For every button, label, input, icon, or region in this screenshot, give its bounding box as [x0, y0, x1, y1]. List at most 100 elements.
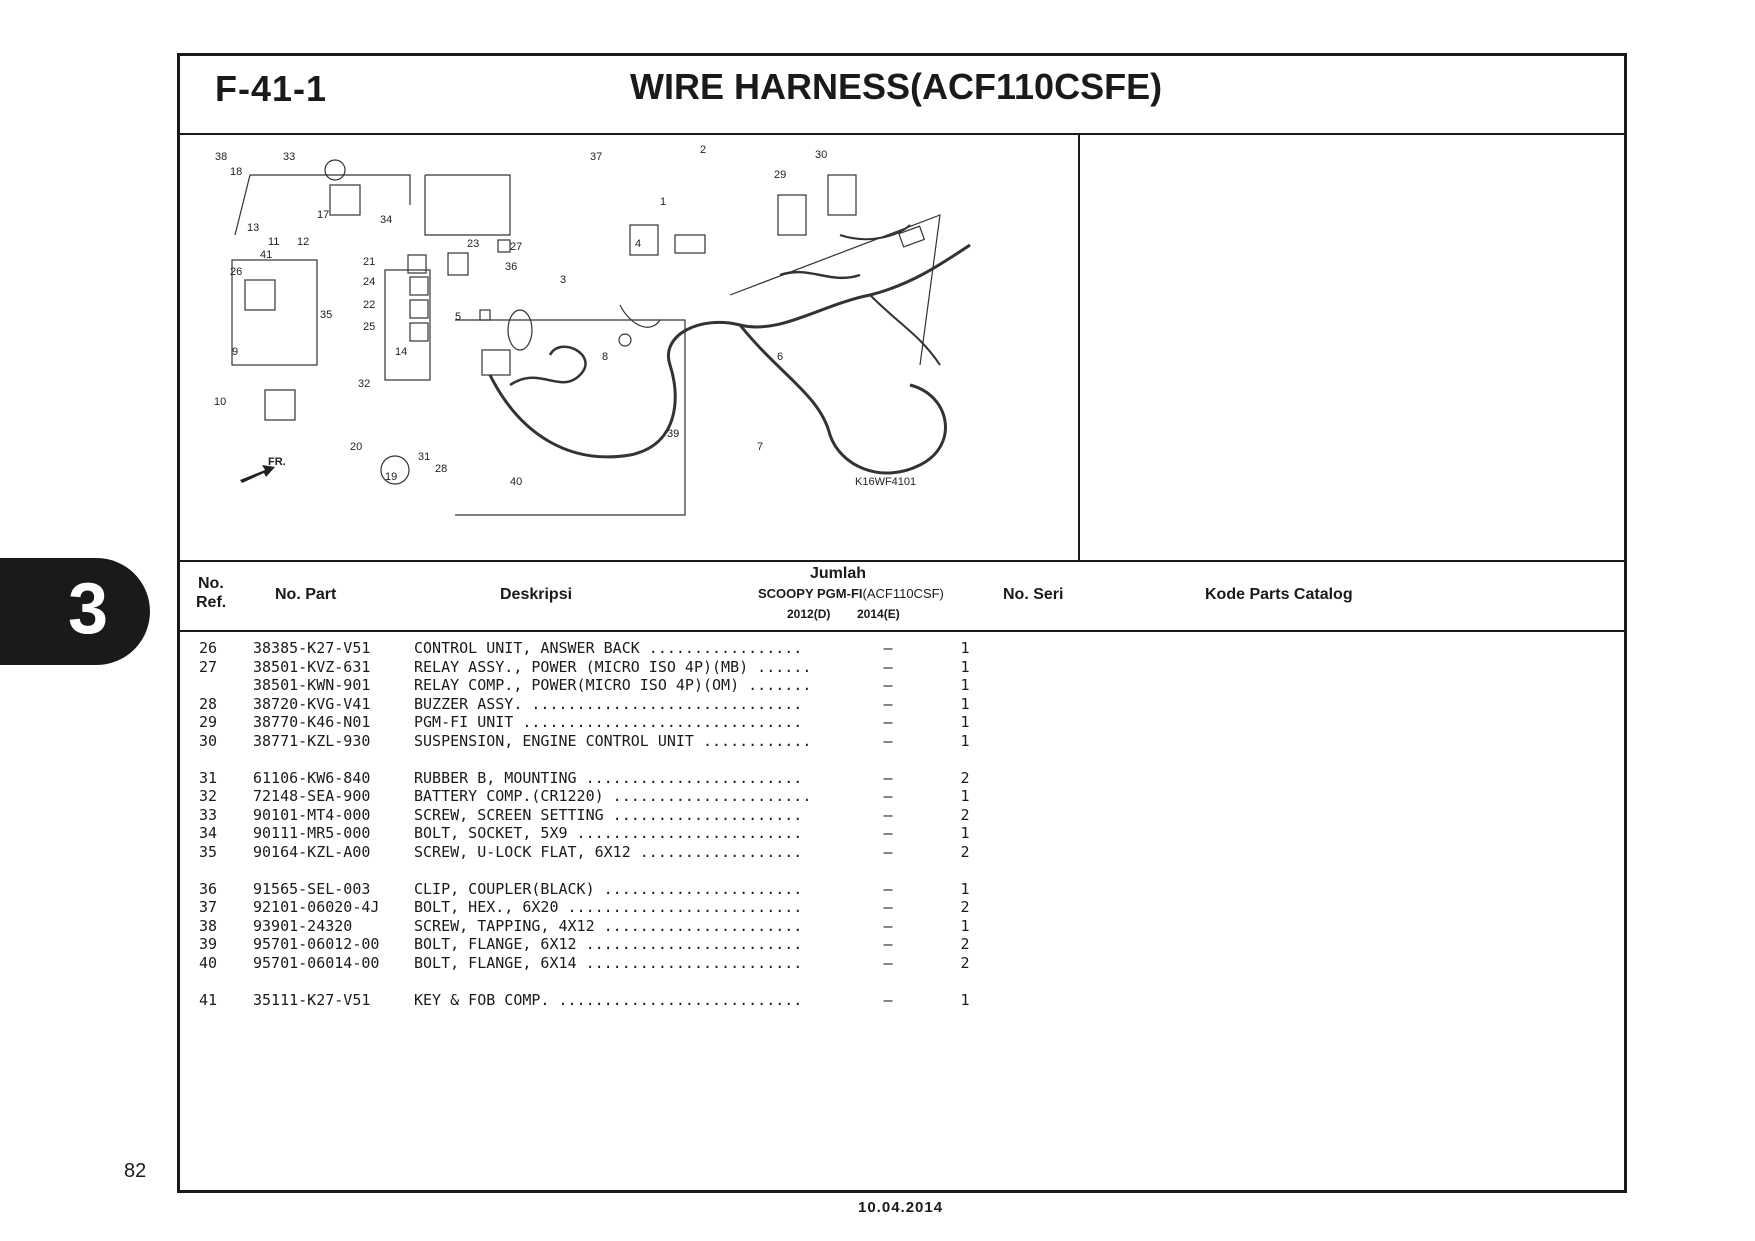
qty-2014-cell: 2: [960, 768, 970, 787]
part-number-cell: 38385-K27-V51: [253, 639, 371, 657]
qty-2012-cell: –: [883, 953, 893, 972]
title-row: F-41-1 WIRE HARNESS(ACF110CSFE): [180, 56, 1624, 135]
qty-2014-cell: 1: [960, 639, 970, 657]
qty-2012-cell: –: [883, 694, 893, 713]
callout-19: 19: [385, 471, 397, 483]
header-model-bold: SCOOPY PGM-FI: [758, 586, 863, 601]
description-cell: RELAY ASSY., POWER (MICRO ISO 4P)(MB) ..…: [414, 657, 812, 676]
page-number: 82: [124, 1160, 147, 1182]
callout-1: 1: [660, 196, 666, 208]
part-number-cell: 38720-KVG-V41: [253, 694, 371, 713]
ref-cell: 26: [199, 639, 218, 657]
description-cell: RELAY COMP., POWER(MICRO ISO 4P)(OM) ...…: [414, 676, 812, 694]
ref-cell: 37: [199, 898, 218, 916]
description-cell: KEY & FOB COMP. ........................…: [414, 990, 803, 1009]
group-outline: [231, 259, 318, 366]
ref-cell: 27: [199, 657, 218, 676]
callout-27: 27: [510, 241, 522, 253]
callout-12: 12: [297, 236, 309, 248]
drawing-code: K16WF4101: [855, 476, 916, 488]
callout-41: 41: [260, 249, 272, 261]
callout-26: 26: [230, 266, 242, 278]
figure-code: F-41-1: [215, 68, 328, 109]
qty-2012-cell: –: [883, 898, 893, 916]
part-number-cell: 72148-SEA-900: [253, 787, 371, 805]
part-number-cell: 90164-KZL-A00: [253, 842, 371, 861]
callout-38: 38: [215, 151, 227, 163]
qty-2012-cell: –: [883, 990, 893, 1009]
callout-11: 11: [268, 236, 279, 248]
callout-3: 3: [560, 274, 566, 286]
group-outline: [384, 269, 431, 381]
header-model: SCOOPY PGM-FI(ACF110CSF): [758, 586, 944, 601]
description-cell: BOLT, SOCKET, 5X9 ......................…: [414, 824, 803, 842]
qty-2012-cell: –: [883, 657, 893, 676]
header-ref-line1: No.: [198, 575, 224, 592]
description-cell: SUSPENSION, ENGINE CONTROL UNIT ........…: [414, 731, 812, 750]
qty-2012-cell: –: [883, 824, 893, 842]
callout-39: 39: [667, 428, 679, 440]
table-row: 28 38720-KVG-V41 BUZZER ASSY. ............…: [180, 695, 1624, 713]
qty-2012-cell: –: [883, 676, 893, 694]
qty-2012-cell: –: [883, 787, 893, 805]
ref-cell: 34: [199, 824, 218, 842]
description-cell: BUZZER ASSY. ...........................…: [414, 694, 803, 713]
part-number-cell: 90111-MR5-000: [253, 824, 371, 842]
qty-2014-cell: 2: [960, 842, 970, 861]
description-cell: BOLT, HEX., 6X20 .......................…: [414, 898, 803, 916]
qty-2014-cell: 1: [960, 713, 970, 731]
qty-2012-cell: –: [883, 768, 893, 787]
ref-cell: 33: [199, 805, 218, 824]
description-cell: SCREW, U-LOCK FLAT, 6X12 ...............…: [414, 842, 803, 861]
part-number-cell: 90101-MT4-000: [253, 805, 371, 824]
callout-18: 18: [230, 166, 242, 178]
qty-2014-cell: 2: [960, 898, 970, 916]
ref-cell: 28: [199, 694, 218, 713]
description-cell: BOLT, FLANGE, 6X12 .....................…: [414, 935, 803, 953]
section-tab: 3: [0, 558, 150, 665]
ref-cell: 36: [199, 879, 218, 898]
fr-direction-label: FR.: [268, 456, 286, 468]
description-cell: CLIP, COUPLER(BLACK) ...................…: [414, 879, 803, 898]
ref-cell: 38: [199, 916, 218, 935]
qty-2012-cell: –: [883, 731, 893, 750]
ref-cell: 41: [199, 990, 218, 1009]
part-number-cell: 95701-06012-00: [253, 935, 380, 953]
header-serial: No. Seri: [1003, 586, 1064, 603]
callout-6: 6: [777, 351, 783, 363]
table-header: No. Ref. No. Part Deskripsi Jumlah SCOOP…: [180, 560, 1624, 632]
callout-35: 35: [320, 309, 332, 321]
print-date: 10.04.2014: [858, 1199, 944, 1216]
ref-cell: 32: [199, 787, 218, 805]
callout-30: 30: [815, 149, 827, 161]
callout-10: 10: [214, 396, 226, 408]
qty-2014-cell: 1: [960, 916, 970, 935]
callout-4: 4: [635, 238, 641, 250]
callout-2: 2: [700, 144, 706, 156]
callout-37: 37: [590, 151, 602, 163]
qty-2014-cell: 1: [960, 990, 970, 1009]
group-outline: [455, 319, 686, 516]
ref-cell: 30: [199, 731, 218, 750]
header-year-2012: 2012(D): [787, 607, 831, 621]
qty-2014-cell: 1: [960, 824, 970, 842]
qty-2014-cell: 2: [960, 935, 970, 953]
part-number-cell: 38501-KWN-901: [253, 676, 371, 694]
callout-31: 31: [418, 451, 430, 463]
fuse-box: [481, 349, 511, 376]
callout-8: 8: [602, 351, 608, 363]
blank-panel: [1080, 135, 1624, 560]
group-outline: [234, 174, 411, 236]
page-title: WIRE HARNESS(ACF110CSFE): [630, 66, 1163, 107]
callout-9: 9: [232, 346, 238, 358]
